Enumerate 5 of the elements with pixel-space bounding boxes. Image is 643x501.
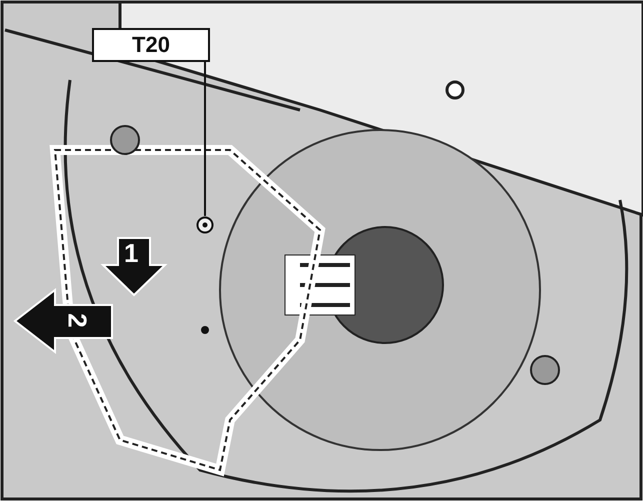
leader-line	[204, 62, 206, 216]
screw-head	[196, 216, 214, 234]
callout-label: T20	[92, 28, 210, 62]
step-number: 1	[124, 238, 138, 269]
step-number: 2	[62, 313, 93, 328]
